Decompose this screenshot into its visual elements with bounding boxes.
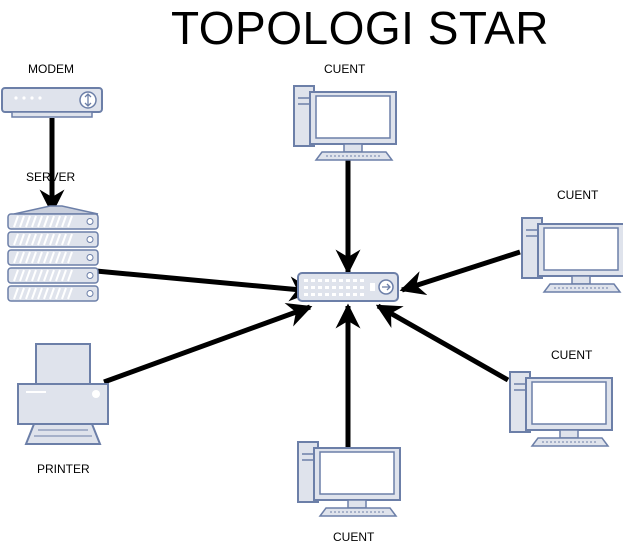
network-switch-icon <box>297 272 399 302</box>
desktop-computer-icon <box>509 371 613 447</box>
desktop-computer-icon <box>521 217 623 293</box>
modem-icon <box>1 87 103 118</box>
diagram-title: TOPOLOGI STAR <box>171 2 549 54</box>
link-right-lower-client-hub <box>375 303 510 383</box>
server-icon <box>7 205 99 302</box>
link-server-hub <box>95 268 315 302</box>
server-label: SERVER <box>26 170 76 184</box>
client-right-lower-label: CUENT <box>551 348 593 362</box>
link-printer-hub <box>103 302 313 385</box>
client-top-label: CUENT <box>324 62 366 76</box>
connection-lines <box>39 118 521 448</box>
desktop-computer-icon <box>297 441 401 517</box>
modem-label: MODEM <box>28 62 74 76</box>
printer-icon <box>17 343 109 445</box>
client-right-upper-label: CUENT <box>557 188 599 202</box>
desktop-computer-icon <box>293 85 397 161</box>
link-right-upper-client-hub <box>399 249 521 296</box>
client-bottom-label: CUENT <box>333 530 375 544</box>
printer-label: PRINTER <box>37 462 90 476</box>
